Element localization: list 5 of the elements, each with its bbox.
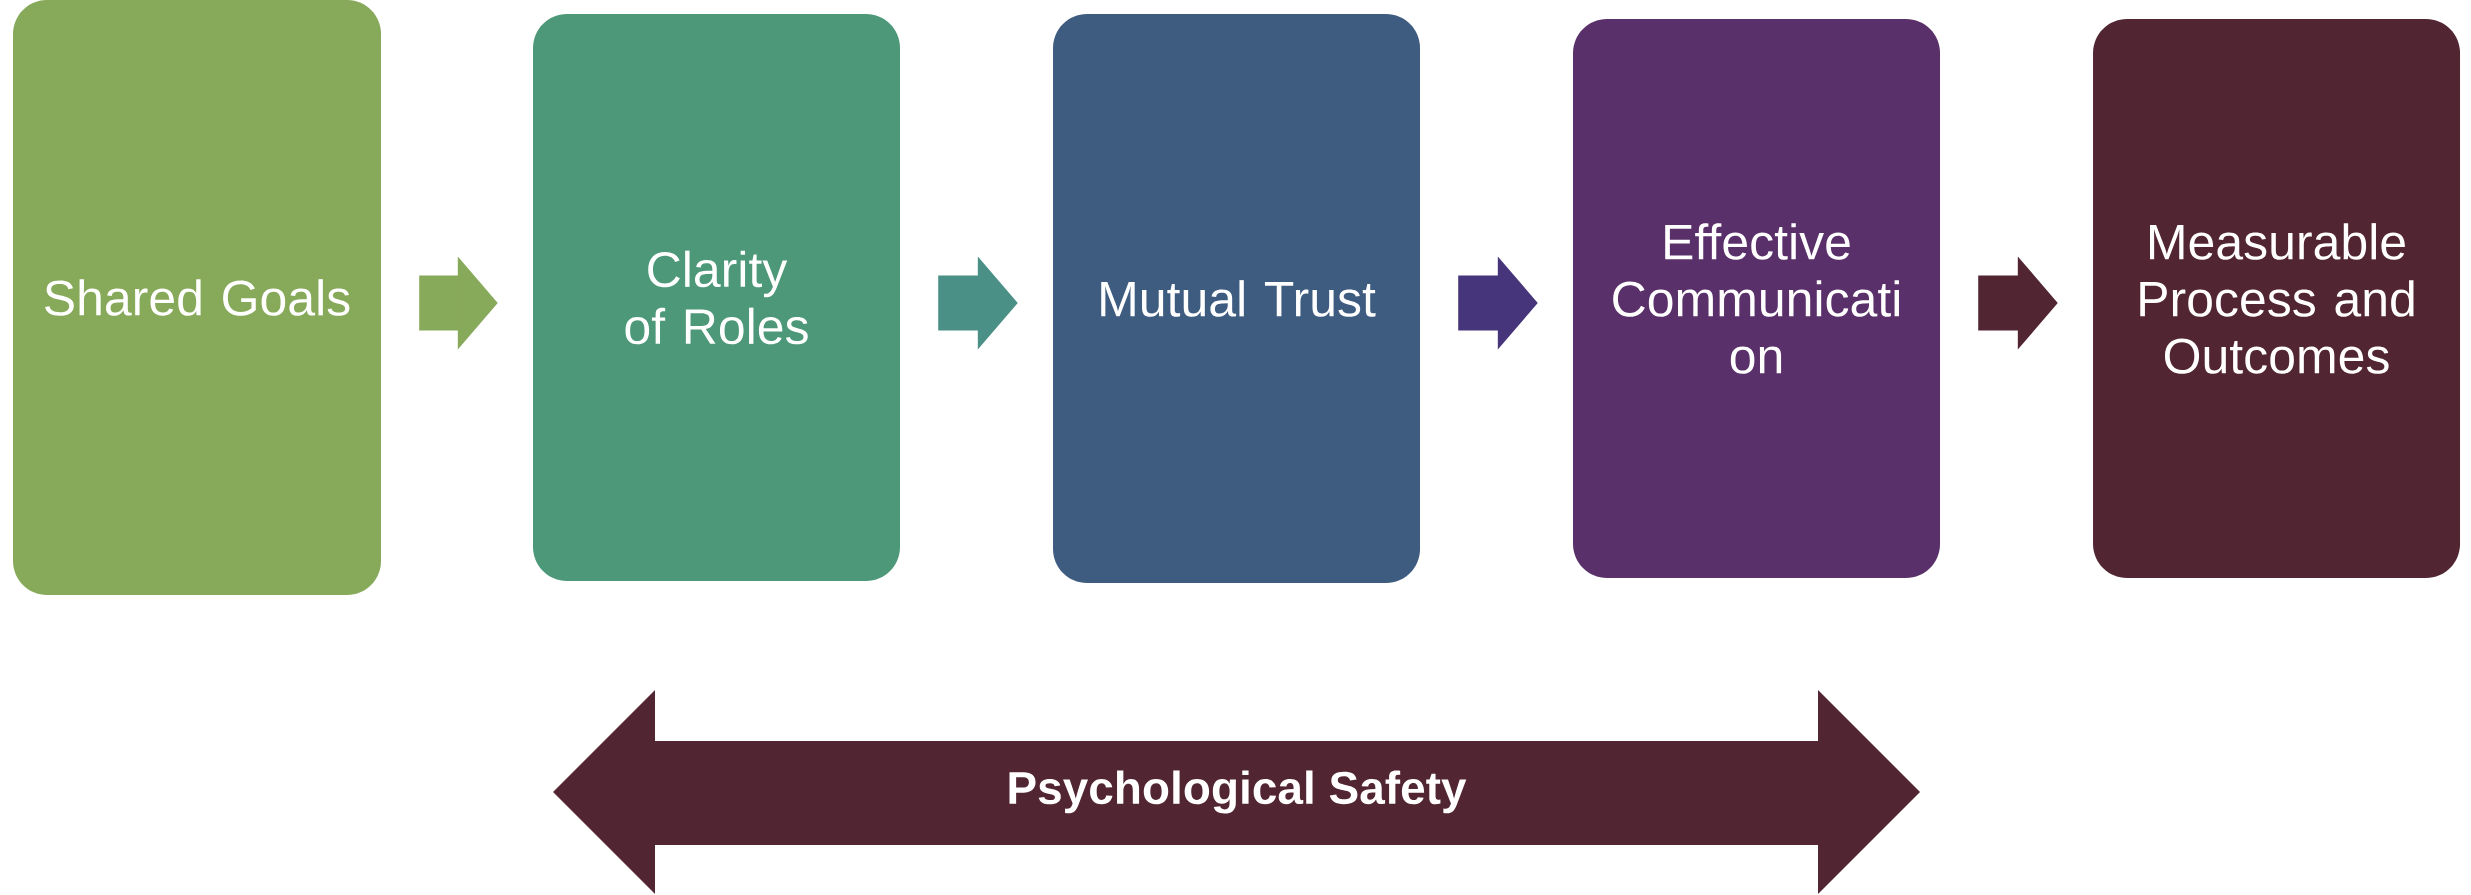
process-box: Measurable Process and Outcomes	[2093, 19, 2460, 578]
process-box: Effective Communicati on	[1573, 19, 1940, 578]
process-box: Clarity of Roles	[533, 14, 900, 581]
process-box: Shared Goals	[13, 0, 381, 595]
process-box: Mutual Trust	[1053, 14, 1420, 583]
